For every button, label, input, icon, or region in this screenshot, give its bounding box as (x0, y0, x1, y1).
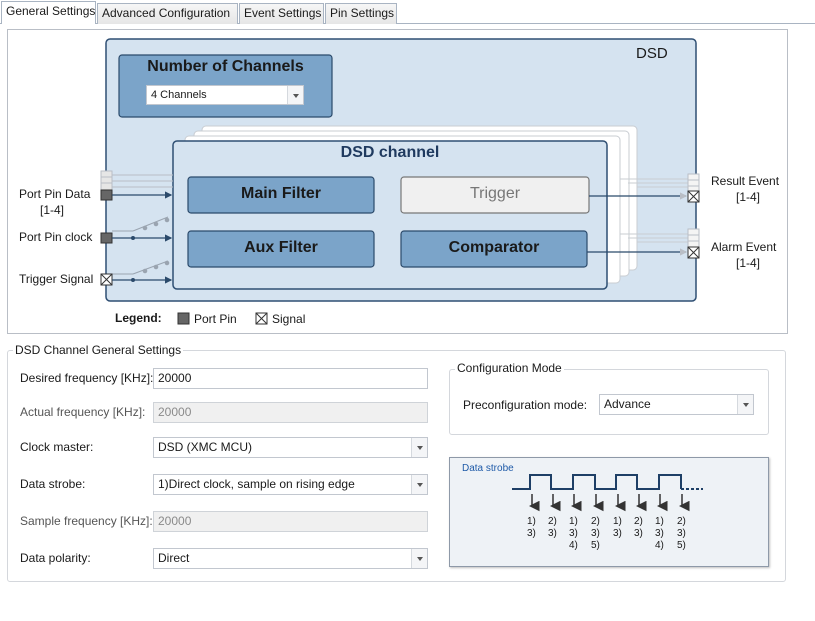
strobe-label-line: 5) (677, 540, 686, 551)
main-filter-label: Main Filter (240, 185, 321, 202)
aux-filter-label: Aux Filter (244, 239, 318, 256)
strobe-label-7: 1)3)4) (655, 516, 669, 552)
desired-frequency-input[interactable]: 20000 (153, 368, 428, 389)
data-strobe-waveform (512, 474, 703, 512)
dsd-title: DSD (636, 45, 668, 62)
actual-frequency-input: 20000 (153, 402, 428, 423)
strobe-label-5: 1)3) (613, 516, 627, 540)
general-settings-group (7, 350, 786, 582)
strobe-label-line: 3) (527, 528, 536, 539)
strobe-label-line: 3) (613, 528, 622, 539)
preconfiguration-mode-label: Preconfiguration mode: (463, 398, 588, 412)
port-pin-data-range: [1-4] (40, 203, 65, 217)
data-strobe-dropdown[interactable]: 1)Direct clock, sample on rising edge (153, 474, 428, 495)
clock-master-value: DSD (XMC MCU) (158, 440, 252, 454)
dsd-channel-title: DSD channel (340, 144, 440, 161)
chevron-down-icon[interactable] (411, 549, 427, 568)
tab-event-settings[interactable]: Event Settings (239, 3, 324, 24)
strobe-label-line: 3) (634, 528, 643, 539)
legend-port-pin-label: Port Pin (194, 312, 237, 326)
chevron-down-icon[interactable] (411, 475, 427, 494)
port-pin-clock-label: Port Pin clock (19, 230, 93, 244)
sample-frequency-input: 20000 (153, 511, 428, 532)
data-polarity-label: Data polarity: (20, 551, 91, 565)
clock-master-label: Clock master: (20, 440, 94, 454)
strobe-label-line: 3) (591, 528, 600, 539)
strobe-label-line: 2) (591, 516, 600, 527)
chevron-down-icon[interactable] (287, 86, 303, 104)
data-strobe-diagram-title: Data strobe (462, 463, 514, 474)
strobe-label-line: 3) (569, 528, 578, 539)
data-polarity-dropdown[interactable]: Direct (153, 548, 428, 569)
comparator-block (400, 230, 588, 268)
strobe-label-4: 2)3)5) (591, 516, 605, 552)
strobe-label-line: 1) (527, 516, 536, 527)
strobe-label-1: 1)3) (527, 516, 541, 540)
result-event-label: Result Event (711, 174, 780, 188)
preconfiguration-mode-value: Advance (604, 397, 651, 411)
data-strobe-value: 1)Direct clock, sample on rising edge (158, 477, 355, 491)
tab-bar-divider (0, 23, 815, 24)
desired-frequency-label: Desired frequency [KHz]: (20, 371, 154, 385)
tab-bar: General Settings Advanced Configuration … (0, 0, 815, 24)
legend-signal-icon (255, 312, 268, 325)
legend-title: Legend: (115, 311, 162, 325)
trigger-label: Trigger (469, 185, 521, 202)
alarm-event-signal-marker[interactable] (687, 246, 700, 259)
result-event-range: [1-4] (736, 190, 761, 204)
strobe-label-2: 2)3) (548, 516, 562, 540)
strobe-label-line: 3) (548, 528, 557, 539)
preconfiguration-mode-dropdown[interactable]: Advance (599, 394, 754, 415)
port-pin-data-label: Port Pin Data (19, 187, 91, 201)
port-pin-data-pin[interactable] (100, 189, 113, 201)
trigger-signal-label: Trigger Signal (19, 272, 94, 286)
chevron-down-icon[interactable] (737, 395, 753, 414)
sample-frequency-label: Sample frequency [KHz]: (20, 514, 153, 528)
clock-master-dropdown[interactable]: DSD (XMC MCU) (153, 437, 428, 458)
strobe-label-line: 3) (655, 528, 664, 539)
alarm-event-range: [1-4] (736, 256, 761, 270)
strobe-label-line: 5) (591, 540, 600, 551)
configuration-mode-group (449, 369, 769, 435)
strobe-label-line: 1) (655, 516, 664, 527)
actual-frequency-label: Actual frequency [KHz]: (20, 405, 146, 419)
tab-pin-settings[interactable]: Pin Settings (325, 3, 397, 24)
number-of-channels-dropdown[interactable]: 4 Channels (146, 85, 304, 105)
configuration-mode-title: Configuration Mode (455, 361, 564, 375)
strobe-label-line: 2) (677, 516, 686, 527)
trigger-block (400, 176, 590, 214)
legend-signal-label: Signal (272, 312, 306, 326)
tab-general-settings[interactable]: General Settings (1, 1, 96, 24)
number-of-channels-title: Number of Channels (147, 58, 304, 75)
trigger-signal-marker[interactable] (100, 273, 113, 286)
tab-advanced-configuration[interactable]: Advanced Configuration (97, 3, 238, 24)
port-pin-clock-pin[interactable] (100, 232, 113, 244)
aux-filter-block (187, 230, 375, 268)
strobe-label-line: 1) (569, 516, 578, 527)
strobe-label-8: 2)3)5) (677, 516, 691, 552)
comparator-label: Comparator (448, 239, 540, 256)
data-polarity-value: Direct (158, 551, 190, 565)
result-event-signal-marker[interactable] (687, 190, 700, 203)
strobe-label-line: 4) (655, 540, 664, 551)
data-strobe-label: Data strobe: (20, 477, 86, 491)
strobe-label-line: 3) (677, 528, 686, 539)
alarm-event-label: Alarm Event (711, 240, 777, 254)
legend-port-pin-icon (177, 312, 190, 325)
dsd-diagram-panel: DSD Number of Channels 4 Channels DSD ch… (7, 29, 788, 334)
main-filter-block (187, 176, 375, 214)
strobe-label-line: 2) (548, 516, 557, 527)
general-settings-title: DSD Channel General Settings (13, 343, 184, 357)
strobe-label-line: 2) (634, 516, 643, 527)
data-strobe-diagram: Data strobe 1)3)2)3)1)3)4)2)3)5)1)3)2)3)… (449, 457, 769, 567)
strobe-label-line: 4) (569, 540, 578, 551)
strobe-label-3: 1)3)4) (569, 516, 583, 552)
chevron-down-icon[interactable] (411, 438, 427, 457)
strobe-label-6: 2)3) (634, 516, 648, 540)
strobe-label-line: 1) (613, 516, 622, 527)
number-of-channels-value: 4 Channels (151, 89, 207, 101)
